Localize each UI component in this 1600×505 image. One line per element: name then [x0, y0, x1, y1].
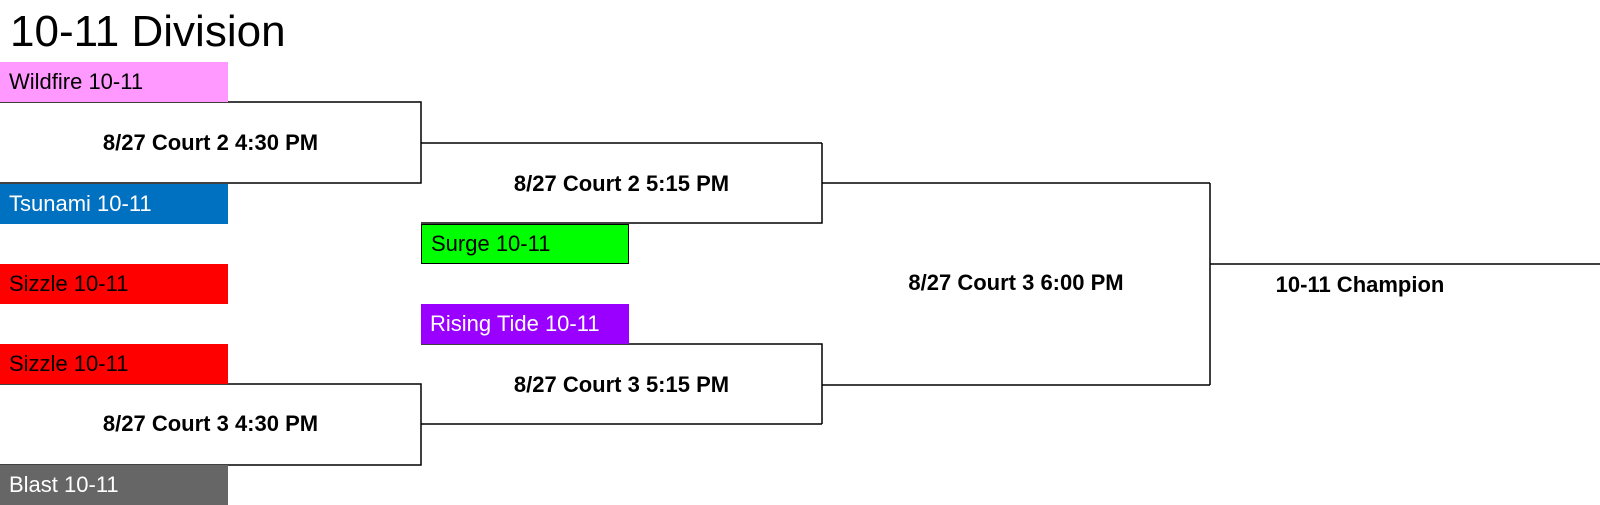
game-round1-top: 8/27 Court 2 4:30 PM: [102, 130, 319, 155]
game-round1-bottom: 8/27 Court 3 4:30 PM: [102, 411, 319, 436]
game-final: 8/27 Court 3 6:00 PM: [908, 270, 1124, 295]
team-sizzle-2: Sizzle 10-11: [0, 344, 228, 384]
game-semi-bottom: 8/27 Court 3 5:15 PM: [513, 372, 730, 397]
champion-label: 10-11 Champion: [1275, 272, 1445, 297]
team-surge: Surge 10-11: [421, 224, 629, 264]
game-semi-top: 8/27 Court 2 5:15 PM: [513, 171, 730, 196]
team-blast: Blast 10-11: [0, 465, 228, 505]
bracket-line-semi-bottom: [421, 343, 823, 424]
bracket-line-semi-top: [421, 143, 823, 224]
team-tsunami: Tsunami 10-11: [0, 184, 228, 224]
team-sizzle-1: Sizzle 10-11: [0, 264, 228, 304]
team-rising-tide: Rising Tide 10-11: [421, 304, 629, 344]
page-title: 10-11 Division: [10, 7, 286, 56]
team-wildfire: Wildfire 10-11: [0, 62, 228, 102]
